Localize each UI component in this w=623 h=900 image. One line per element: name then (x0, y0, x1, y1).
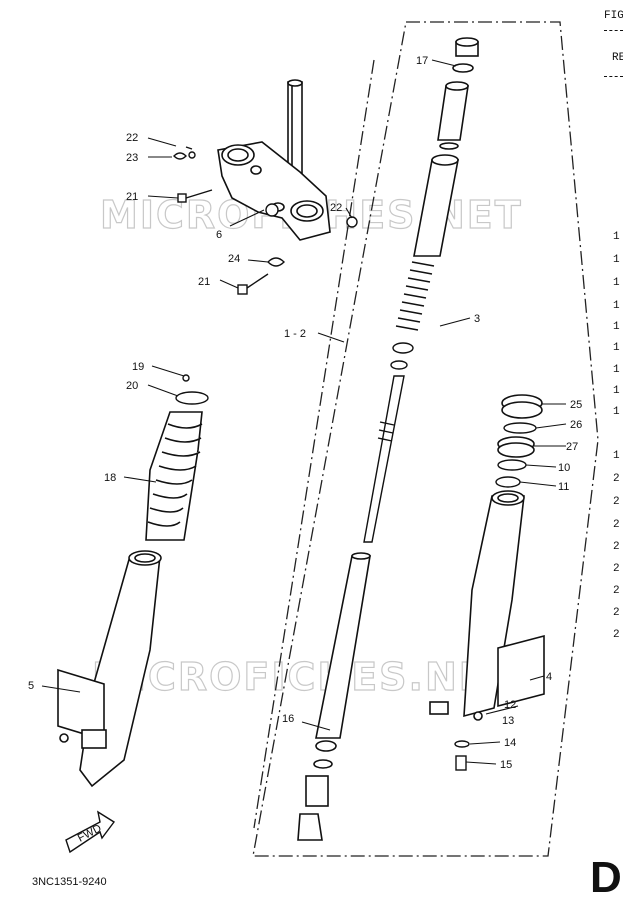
callout-23: 23 (126, 152, 138, 164)
callout-18: 18 (104, 472, 116, 484)
washer-10-bushing-11 (495, 459, 527, 488)
right-column-number: 2 (613, 607, 620, 619)
right-column-number: 1 (613, 254, 620, 266)
clamp-24 (267, 257, 285, 267)
fwd-arrow-icon: FWD (65, 810, 116, 854)
svg-text:FWD: FWD (76, 822, 104, 844)
leader-lines (41, 59, 567, 765)
right-column-number: 1 (613, 364, 620, 376)
callout-21a: 21 (126, 191, 138, 203)
fig-label: FIG (604, 10, 623, 22)
callout-20: 20 (126, 380, 138, 392)
oil-seal-27 (497, 436, 535, 458)
header-rule-1 (604, 30, 623, 31)
callout-12: 12 (504, 699, 516, 711)
damper-rod (363, 342, 414, 543)
cap-bolt-17 (452, 37, 479, 73)
right-column-number: 2 (613, 519, 620, 531)
callout-4: 4 (546, 671, 552, 683)
dust-seal-25 (501, 394, 543, 419)
pinch-bolt-6 (265, 203, 279, 217)
callout-1-2: 1 - 2 (284, 328, 306, 340)
callout-21b: 21 (198, 276, 210, 288)
bolt-21-lower (237, 273, 269, 295)
callouts: 17 22 23 21 6 22 24 21 1 - 2 3 19 20 18 … (28, 55, 582, 771)
callout-11: 11 (558, 481, 569, 493)
callout-17: 17 (416, 55, 428, 67)
callout-10: 10 (558, 462, 570, 474)
callout-25: 25 (570, 399, 582, 411)
washer-14-bolt-15 (454, 740, 470, 771)
right-column-number: 2 (613, 585, 620, 597)
inner-tube-16 (297, 552, 371, 841)
callout-24: 24 (228, 253, 240, 265)
callout-16: 16 (282, 713, 294, 725)
document-code: 3NC1351-9240 (32, 876, 107, 888)
right-column-number: 2 (613, 473, 620, 485)
damper-tube (413, 154, 459, 257)
retaining-clip-26 (503, 422, 537, 434)
right-column-number: 1 (613, 342, 620, 354)
right-column-number: 2 (613, 541, 620, 553)
spacer-collar (437, 81, 469, 150)
callout-15: 15 (500, 759, 512, 771)
assembly-boundary (252, 21, 599, 857)
ref-label: RE (612, 52, 623, 64)
right-column-number: 2 (613, 563, 620, 575)
outer-tube-right-4 (429, 490, 545, 721)
callout-13: 13 (502, 715, 514, 727)
callout-27: 27 (566, 441, 578, 453)
callout-3: 3 (474, 313, 480, 325)
under-bracket (217, 141, 331, 241)
callout-26: 26 (570, 419, 582, 431)
callout-14: 14 (504, 737, 516, 749)
right-column-number: 2 (613, 496, 620, 508)
callout-5: 5 (28, 680, 34, 692)
washer-22-right (346, 216, 358, 228)
right-column-number: 2 (613, 629, 620, 641)
screw-19-clip-20 (175, 374, 209, 405)
right-column-number: 1 (613, 406, 620, 418)
right-column-number: 1 (613, 321, 620, 333)
callout-22a: 22 (126, 132, 138, 144)
right-column-number: 1 (613, 277, 620, 289)
right-column-number: 1 (613, 385, 620, 397)
watermark-bottom: MICROFICHES.NET (92, 655, 515, 699)
right-column-number: 1 (613, 300, 620, 312)
clamp-23-and-washer-22 (173, 146, 196, 160)
right-column-number: 1 (613, 450, 620, 462)
header-rule-2 (604, 76, 623, 77)
outer-tube-left-5 (57, 550, 162, 788)
fork-spring (395, 261, 435, 331)
callout-19: 19 (132, 361, 144, 373)
right-column-number: 1 (613, 231, 620, 243)
fork-boot-18 (145, 411, 203, 541)
callout-22b: 22 (330, 202, 342, 214)
section-letter: D (590, 853, 622, 900)
callout-6: 6 (216, 229, 222, 241)
